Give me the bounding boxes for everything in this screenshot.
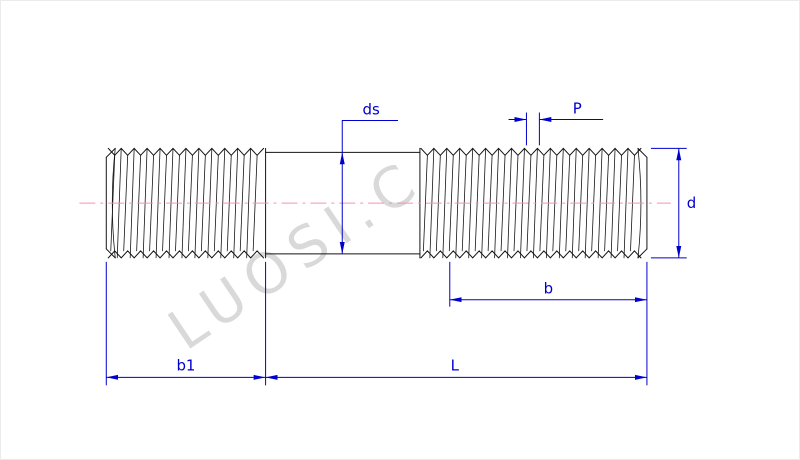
thread-flank-line (239, 154, 245, 252)
thread-flank-line (246, 147, 252, 259)
d-label: d (687, 194, 696, 212)
dimension-b1: b1 (105, 261, 267, 386)
stud-body (105, 147, 648, 259)
dimension-p: P (508, 100, 604, 146)
thread-flank-line (584, 147, 590, 259)
thread-crest-profile (107, 250, 265, 259)
dimension-l: L (265, 261, 648, 386)
thread-flank-line (565, 154, 571, 252)
thread-flank-line (442, 147, 448, 259)
right-chamfer-bottom (637, 248, 648, 259)
watermark-text: LUOSI.C (157, 146, 435, 363)
thread-crest-profile (420, 250, 642, 259)
left-chamfer-top (105, 147, 116, 158)
thread-flank-line (188, 154, 193, 252)
thread-flank-line (123, 154, 129, 252)
thread-flank-line (448, 154, 454, 252)
thread-flank-line (181, 147, 187, 259)
l-label: L (451, 356, 460, 374)
thread-flank-line (162, 154, 167, 252)
thread-flank-line (623, 147, 629, 259)
dimension-ds: ds (339, 101, 399, 254)
thread-flank-line (617, 154, 622, 252)
left-chamfer-bottom (105, 248, 116, 259)
thread-flank-line (500, 154, 506, 252)
b-label: b (544, 280, 553, 298)
right-chamfer-top (637, 147, 648, 158)
thread-crest-profile (420, 147, 642, 157)
thread-crest-profile (107, 147, 265, 157)
b1-label: b1 (176, 356, 195, 374)
thread-flank-line (526, 154, 532, 252)
p-label: P (573, 100, 582, 118)
thread-flank-line (558, 147, 564, 259)
ds-label: ds (363, 101, 380, 119)
thread-flank-line (220, 147, 226, 259)
thread-flank-line (422, 154, 428, 252)
thread-flank-line (507, 147, 512, 259)
dimension-b: b (449, 261, 647, 307)
ds-leader-line (341, 119, 399, 153)
dimension-d: d (650, 147, 696, 259)
